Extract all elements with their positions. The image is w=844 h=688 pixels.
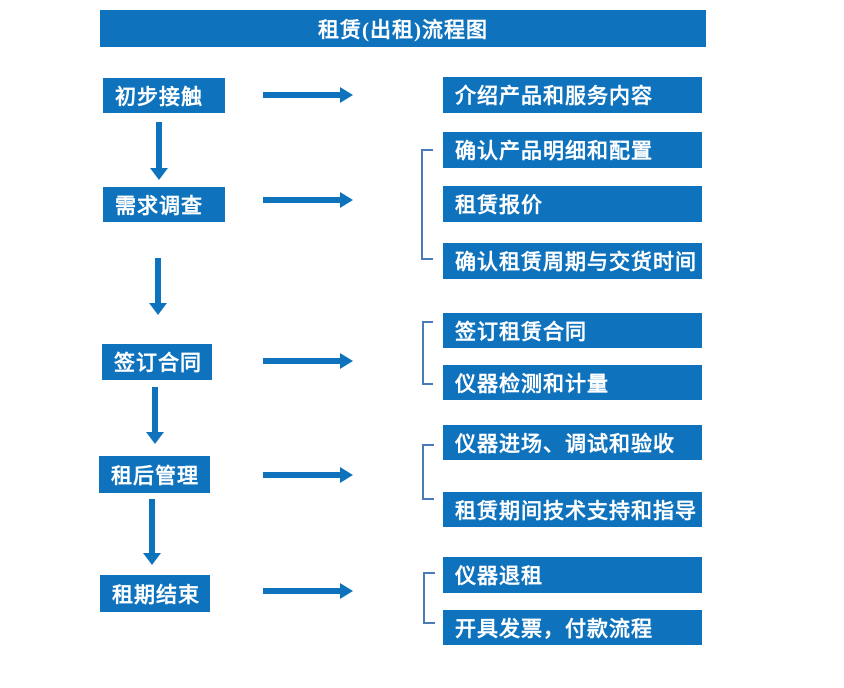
right-arrow-icon xyxy=(263,192,353,208)
arrow-head xyxy=(146,432,164,444)
arrow-head xyxy=(340,353,353,369)
flowchart-title: 租赁(出租)流程图 xyxy=(100,10,706,47)
arrow-head xyxy=(150,168,168,180)
down-arrow-icon xyxy=(146,387,164,444)
step-box-initial-contact: 初步接触 xyxy=(103,78,225,113)
arrow-shaft xyxy=(149,499,155,553)
arrow-head xyxy=(340,192,353,208)
step-box-lease-end: 租期结束 xyxy=(100,575,210,612)
detail-box-tech-support: 租赁期间技术支持和指导 xyxy=(443,492,702,527)
arrow-shaft xyxy=(263,92,340,98)
detail-box-sign-rental-contract: 签订租赁合同 xyxy=(443,313,702,348)
group-bracket-lease-end xyxy=(423,572,435,624)
detail-box-instrument-testing: 仪器检测和计量 xyxy=(443,365,702,400)
group-bracket-post-rental xyxy=(422,444,434,500)
detail-box-instrument-return: 仪器退租 xyxy=(443,557,702,593)
arrow-head xyxy=(340,87,353,103)
detail-box-rental-quote: 租赁报价 xyxy=(443,186,702,222)
arrow-head xyxy=(143,553,161,565)
arrow-shaft xyxy=(263,588,340,594)
down-arrow-icon xyxy=(143,499,161,565)
arrow-shaft xyxy=(263,197,340,203)
down-arrow-icon xyxy=(149,258,167,315)
arrow-shaft xyxy=(263,358,340,364)
detail-box-instrument-setup-acceptance: 仪器进场、调试和验收 xyxy=(443,425,702,460)
detail-box-confirm-product-details: 确认产品明细和配置 xyxy=(443,132,702,168)
right-arrow-icon xyxy=(263,353,353,369)
right-arrow-icon xyxy=(263,467,353,483)
down-arrow-icon xyxy=(150,122,168,180)
arrow-head xyxy=(340,583,353,599)
detail-box-confirm-rental-period: 确认租赁周期与交货时间 xyxy=(443,243,702,279)
arrow-shaft xyxy=(263,472,340,478)
detail-box-invoice-payment: 开具发票，付款流程 xyxy=(443,610,702,645)
arrow-shaft xyxy=(155,258,161,303)
step-box-sign-contract: 签订合同 xyxy=(102,344,212,380)
step-box-post-rental-management: 租后管理 xyxy=(99,456,210,493)
group-bracket-demand-survey xyxy=(421,149,433,260)
step-box-demand-survey: 需求调查 xyxy=(103,187,225,222)
arrow-head xyxy=(340,467,353,483)
detail-box-introduce-products: 介绍产品和服务内容 xyxy=(443,77,702,113)
arrow-shaft xyxy=(156,122,162,168)
right-arrow-icon xyxy=(263,583,353,599)
group-bracket-sign-contract xyxy=(422,321,433,385)
arrow-head xyxy=(149,303,167,315)
right-arrow-icon xyxy=(263,87,353,103)
arrow-shaft xyxy=(152,387,158,432)
